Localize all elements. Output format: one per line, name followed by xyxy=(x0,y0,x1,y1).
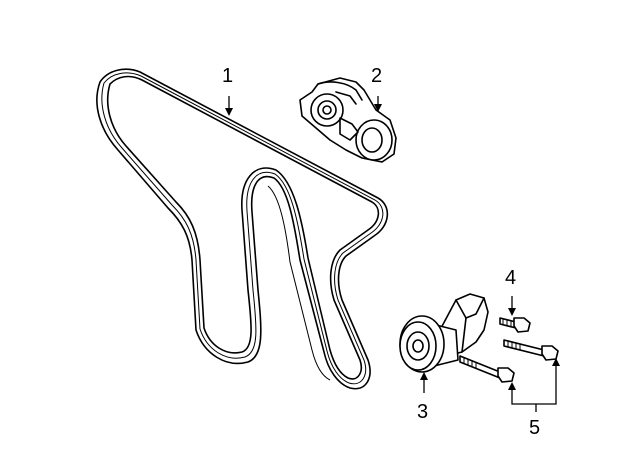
callout-4: 4 xyxy=(505,267,517,289)
leader-4 xyxy=(508,296,516,316)
idler-pulley xyxy=(399,293,489,373)
serpentine-belt xyxy=(96,68,389,390)
leader-1 xyxy=(225,96,233,116)
callout-1: 1 xyxy=(222,65,234,87)
callout-5: 5 xyxy=(529,417,541,439)
leader-5 xyxy=(508,358,560,412)
small-bolt xyxy=(499,317,531,333)
long-bolts xyxy=(459,339,559,383)
leader-3 xyxy=(420,372,428,393)
belt-tensioner xyxy=(299,77,397,163)
callout-2: 2 xyxy=(371,65,383,87)
leader-2 xyxy=(374,96,382,112)
callout-3: 3 xyxy=(417,401,429,423)
